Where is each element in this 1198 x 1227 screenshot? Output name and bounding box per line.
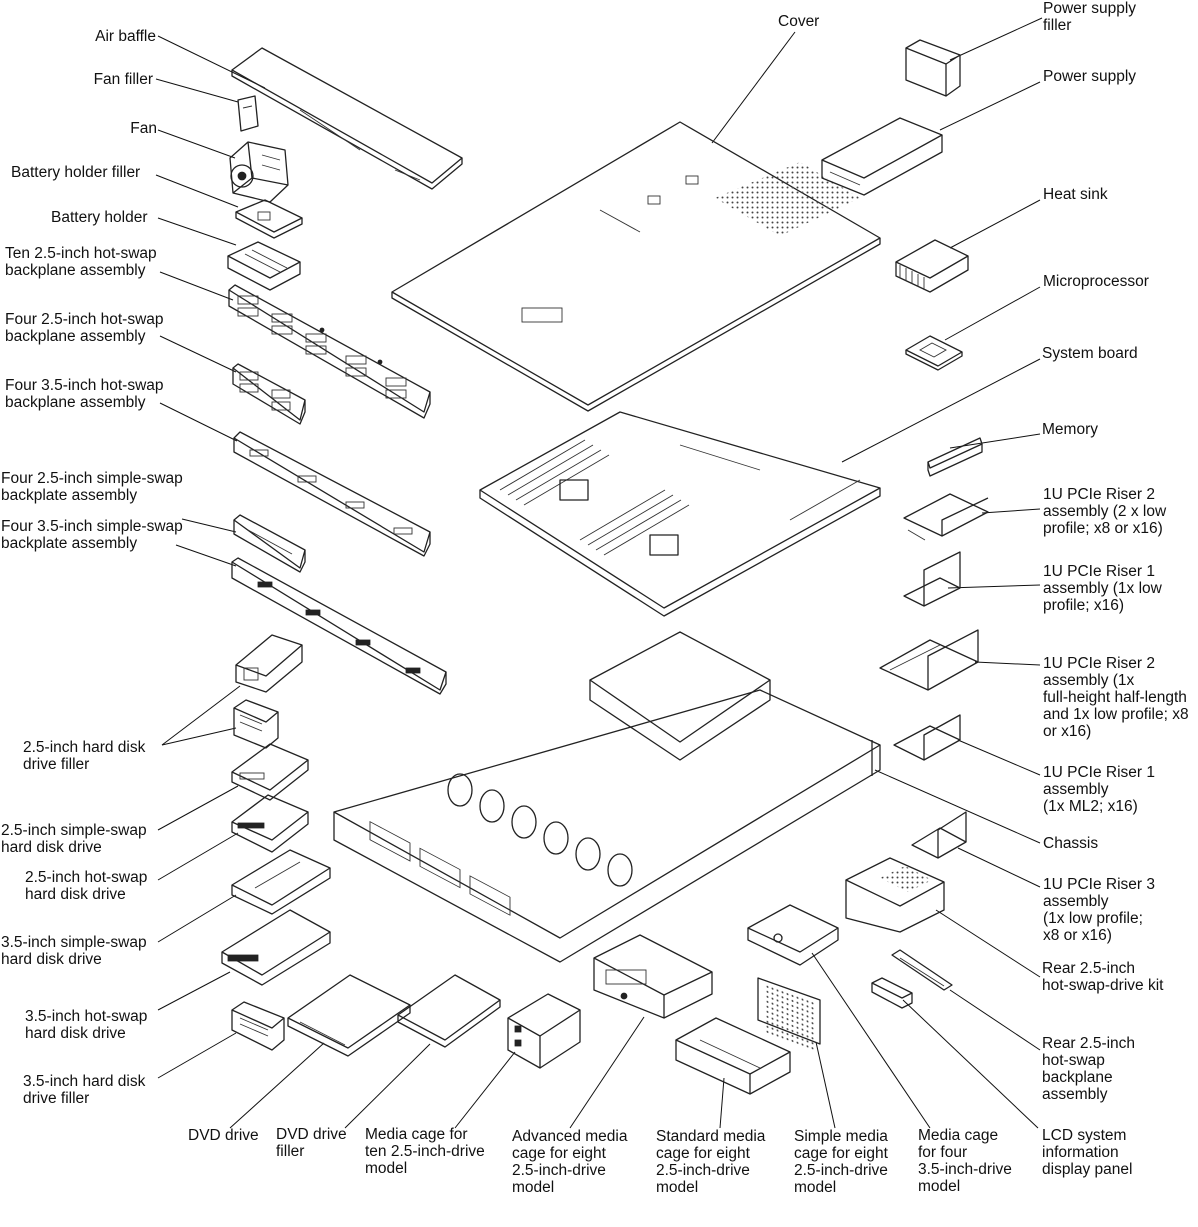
chassis-part [333,631,881,963]
label-microprocessor: Microprocessor [1043,273,1149,290]
label-riser2-fh: 1U PCIe Riser 2 assembly (1x full-height… [1043,655,1189,740]
label-lcd-panel: LCD system information display panel [1042,1127,1133,1178]
heat-sink-part [895,239,969,293]
label-std-media-cage: Standard media cage for eight 2.5-inch-d… [656,1128,766,1196]
ten-hs-backplane-part [228,284,431,419]
hdd-25-ss-part [231,743,309,801]
label-simple-media-cage: Simple media cage for eight 2.5-inch-dri… [794,1128,888,1196]
hdd-35-hs-part [221,909,331,986]
power-supply-part [821,117,943,196]
label-dvd-drive: DVD drive [188,1127,259,1144]
std-media-cage-part [675,1017,791,1095]
label-riser1-lp: 1U PCIe Riser 1 assembly (1x low profile… [1043,563,1162,614]
air-baffle-part [231,47,463,190]
simple-media-cage-part [757,977,821,1052]
label-media-cage-ten: Media cage for ten 2.5-inch-drive model [365,1126,485,1177]
label-dvd-filler: DVD drive filler [276,1126,347,1160]
label-air-baffle: Air baffle [95,28,156,45]
media-cage-ten-part [507,993,581,1069]
hdd-25-filler-part [233,634,303,749]
dvd-drive-part [287,974,411,1057]
label-heat-sink: Heat sink [1043,186,1108,203]
label-media-cage-four: Media cage for four 3.5-inch-drive model [918,1127,1012,1195]
riser2-fh-part [879,629,979,691]
dvd-filler-part [397,974,501,1048]
label-fan-filler: Fan filler [93,71,153,88]
label-rear-25-kit: Rear 2.5-inch hot-swap-drive kit [1042,960,1164,994]
label-ps-filler: Power supply filler [1043,0,1137,34]
label-power-supply: Power supply [1043,68,1137,85]
label-ten-hs-backplane: Ten 2.5-inch hot-swap backplane assembly [5,245,157,279]
label-hdd-35-ss: 3.5-inch simple-swap hard disk drive [1,934,147,968]
label-system-board: System board [1042,345,1138,362]
label-adv-media-cage: Advanced media cage for eight 2.5-inch-d… [512,1128,628,1196]
label-four-35-hs-backplane: Four 3.5-inch hot-swap backplane assembl… [5,377,164,411]
label-hdd-25-ss: 2.5-inch simple-swap hard disk drive [1,822,147,856]
label-hdd-25-hs: 2.5-inch hot-swap hard disk drive [25,869,148,903]
fan-part [229,141,289,203]
label-four-35-ss-backplate: Four 3.5-inch simple-swap backplate asse… [1,518,183,552]
riser1-ml2-part [893,714,961,761]
hdd-35-ss-part [231,849,331,915]
adv-media-cage-part [593,934,713,1019]
label-four-25-ss-backplate: Four 2.5-inch simple-swap backplate asse… [1,470,183,504]
battery-holder-part [227,241,301,291]
label-memory: Memory [1042,421,1098,438]
label-riser1-ml2: 1U PCIe Riser 1 assembly (1x ML2; x16) [1043,764,1155,815]
label-four-25-hs-backplane: Four 2.5-inch hot-swap backplane assembl… [5,311,164,345]
four-25-ss-backplate-part [233,514,306,573]
four-25-hs-backplane-part [232,363,306,425]
riser2-lp-part [903,493,989,541]
label-rear-25-backplane: Rear 2.5-inch hot-swap backplane assembl… [1042,1035,1136,1103]
rear-25-backplane-part [891,949,953,991]
four-35-hs-backplane-part [233,431,431,557]
label-hdd-25-filler: 2.5-inch hard disk drive filler [23,739,146,773]
label-riser2-lp: 1U PCIe Riser 2 assembly (2 x low profil… [1043,486,1167,537]
hdd-25-hs-part [231,794,309,853]
microprocessor-part [905,335,963,371]
system-board-part [479,411,881,617]
riser1-lp-part [903,551,961,607]
label-battery-holder-filler: Battery holder filler [11,164,141,181]
rear-25-kit-part [845,857,945,933]
memory-part [927,437,983,477]
label-hdd-35-filler: 3.5-inch hard disk drive filler [23,1073,146,1107]
battery-holder-filler-part [235,199,303,239]
ps-filler-part [905,39,961,97]
riser3-part [911,811,967,859]
label-riser3: 1U PCIe Riser 3 assembly (1x low profile… [1043,876,1155,944]
fan-filler-part [237,95,259,132]
leader-lines [155,17,1043,1129]
cover-part [391,121,881,412]
label-battery-holder: Battery holder [51,209,148,226]
label-fan: Fan [130,120,157,137]
hdd-35-filler-part [231,1001,285,1051]
lcd-panel-part [871,977,913,1009]
media-cage-four-part [747,904,839,966]
label-hdd-35-hs: 3.5-inch hot-swap hard disk drive [25,1008,148,1042]
four-35-ss-backplate-part [231,557,447,695]
label-chassis: Chassis [1043,835,1099,852]
label-cover: Cover [778,13,820,30]
